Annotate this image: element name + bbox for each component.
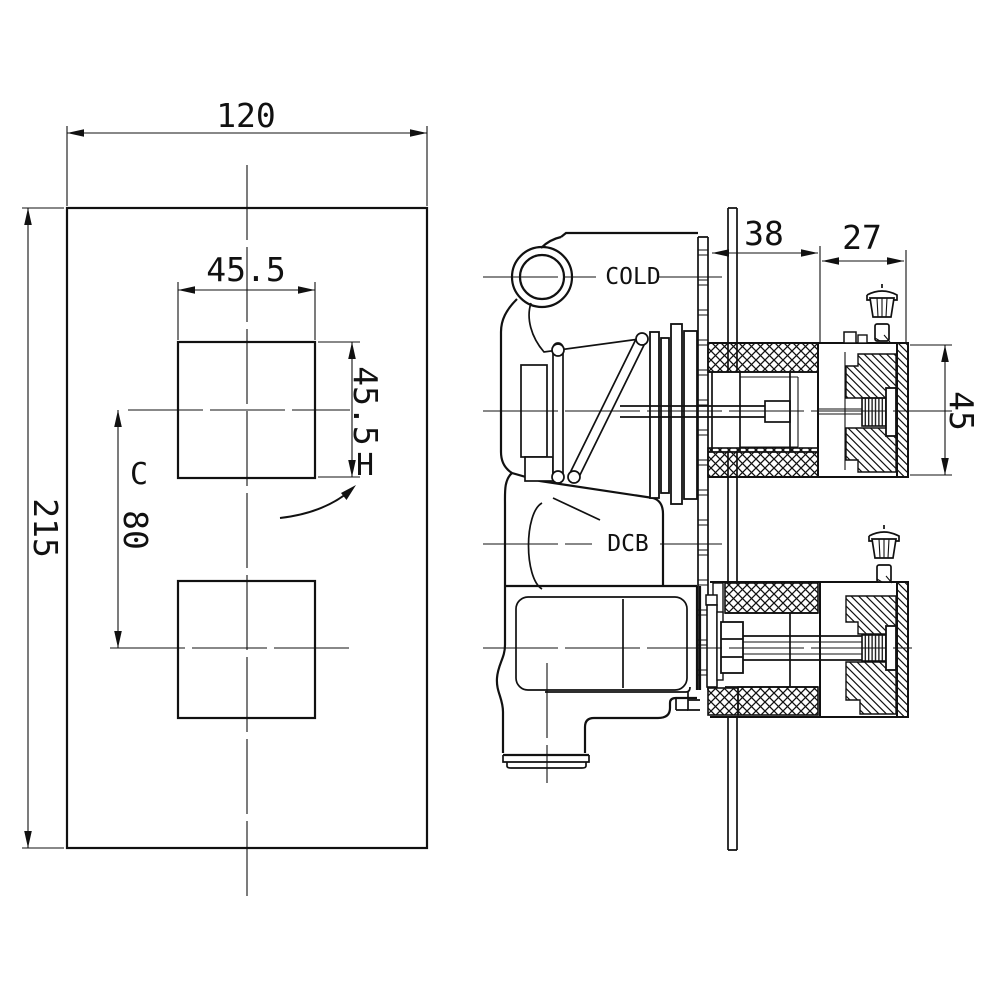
dim-80-label: 80 xyxy=(116,510,155,550)
wall-seal-hatch-top xyxy=(707,342,819,373)
hot-marker-label: H xyxy=(356,448,374,483)
dim-wall-depth: 38 xyxy=(712,214,821,342)
side-centerlines xyxy=(483,276,952,783)
lower-chamber xyxy=(515,596,688,691)
dim-cutout-height: 45.5 H xyxy=(318,341,385,483)
bottom-cartridge-assembly xyxy=(705,524,909,718)
rotation-arrow xyxy=(279,485,356,519)
dim-projection: 27 xyxy=(822,218,907,342)
wall-seal-hatch-bottom2 xyxy=(737,686,819,716)
dim-cutout-width: 45.5 xyxy=(177,250,316,340)
handle-face-bottom xyxy=(896,581,909,718)
wall-line xyxy=(727,207,738,851)
dim-valve-height: 45 xyxy=(910,344,981,476)
dim-38-label: 38 xyxy=(744,214,784,253)
side-view: COLD DCB 38 27 45 xyxy=(483,207,981,851)
dim-120-label: 120 xyxy=(216,96,276,135)
dim-27-label: 27 xyxy=(842,218,882,257)
outlet-label: DCB xyxy=(607,531,649,557)
cold-marker-label: C xyxy=(130,457,148,492)
cold-port-label: COLD xyxy=(605,264,660,290)
wall-seal-hatch-top2 xyxy=(724,582,819,614)
lever-rod xyxy=(568,336,647,480)
dim-45-label: 45 xyxy=(942,391,981,431)
dim-45-5-h-label: 45.5 xyxy=(346,366,385,445)
dim-width-120: 120 xyxy=(66,96,428,206)
handle-face-top xyxy=(896,342,909,478)
seal-block xyxy=(707,687,739,716)
valve-body xyxy=(495,231,702,769)
top-cartridge-assembly xyxy=(707,283,909,478)
knurled-stem-top xyxy=(861,397,889,427)
front-view: 120 215 45.5 45.5 H C xyxy=(22,96,429,897)
dim-handle-spacing: C 80 xyxy=(114,410,155,648)
dim-215-label: 215 xyxy=(26,498,65,558)
dim-45-5-w-label: 45.5 xyxy=(206,250,285,289)
dim-height-215: 215 xyxy=(22,207,65,849)
retaining-rod xyxy=(552,342,564,484)
